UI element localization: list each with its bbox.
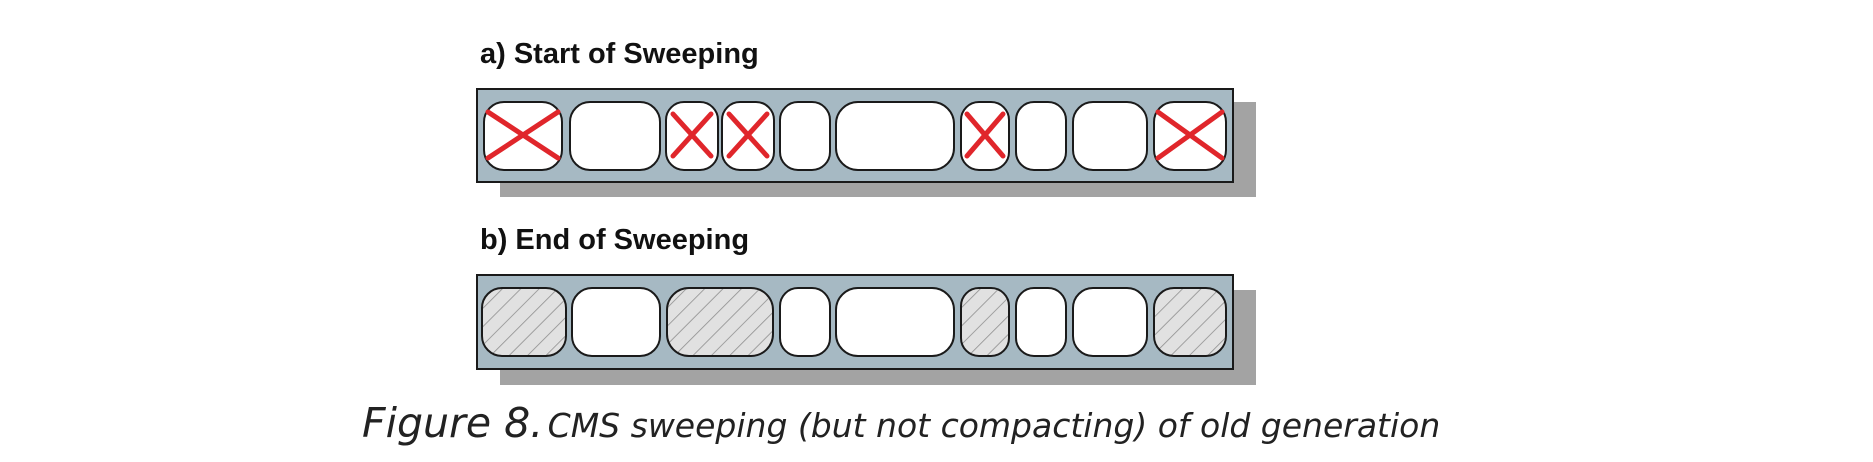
object-block (721, 101, 775, 171)
red-x-icon (964, 111, 1006, 159)
object-block (1153, 101, 1227, 171)
panel-b-heap (476, 274, 1256, 385)
object-block (571, 287, 661, 357)
red-x-icon (726, 111, 770, 159)
object-block (569, 101, 661, 171)
red-x-icon (1155, 109, 1225, 161)
object-block (779, 287, 831, 357)
object-block (1072, 101, 1148, 171)
figure-caption-text: CMS sweeping (but not compacting) of old… (547, 406, 1441, 445)
free-space-block (666, 287, 774, 357)
object-block (779, 101, 831, 171)
panel-a-title: a) Start of Sweeping (480, 38, 759, 70)
free-space-block (481, 287, 567, 357)
object-block (665, 101, 719, 171)
red-x-icon (670, 111, 714, 159)
free-space-block (1153, 287, 1227, 357)
object-block (1015, 101, 1067, 171)
panel-b-title: b) End of Sweeping (480, 224, 750, 256)
free-space-block (960, 287, 1010, 357)
object-block (483, 101, 563, 171)
object-block (960, 101, 1010, 171)
figure-label: Figure 8. (362, 399, 544, 447)
object-block (1015, 287, 1067, 357)
red-x-icon (485, 109, 561, 161)
object-block (835, 287, 955, 357)
panel-a-heap (476, 88, 1256, 197)
object-block (835, 101, 955, 171)
object-block (1072, 287, 1148, 357)
figure-caption: Figure 8. CMS sweeping (but not compacti… (362, 403, 1440, 444)
